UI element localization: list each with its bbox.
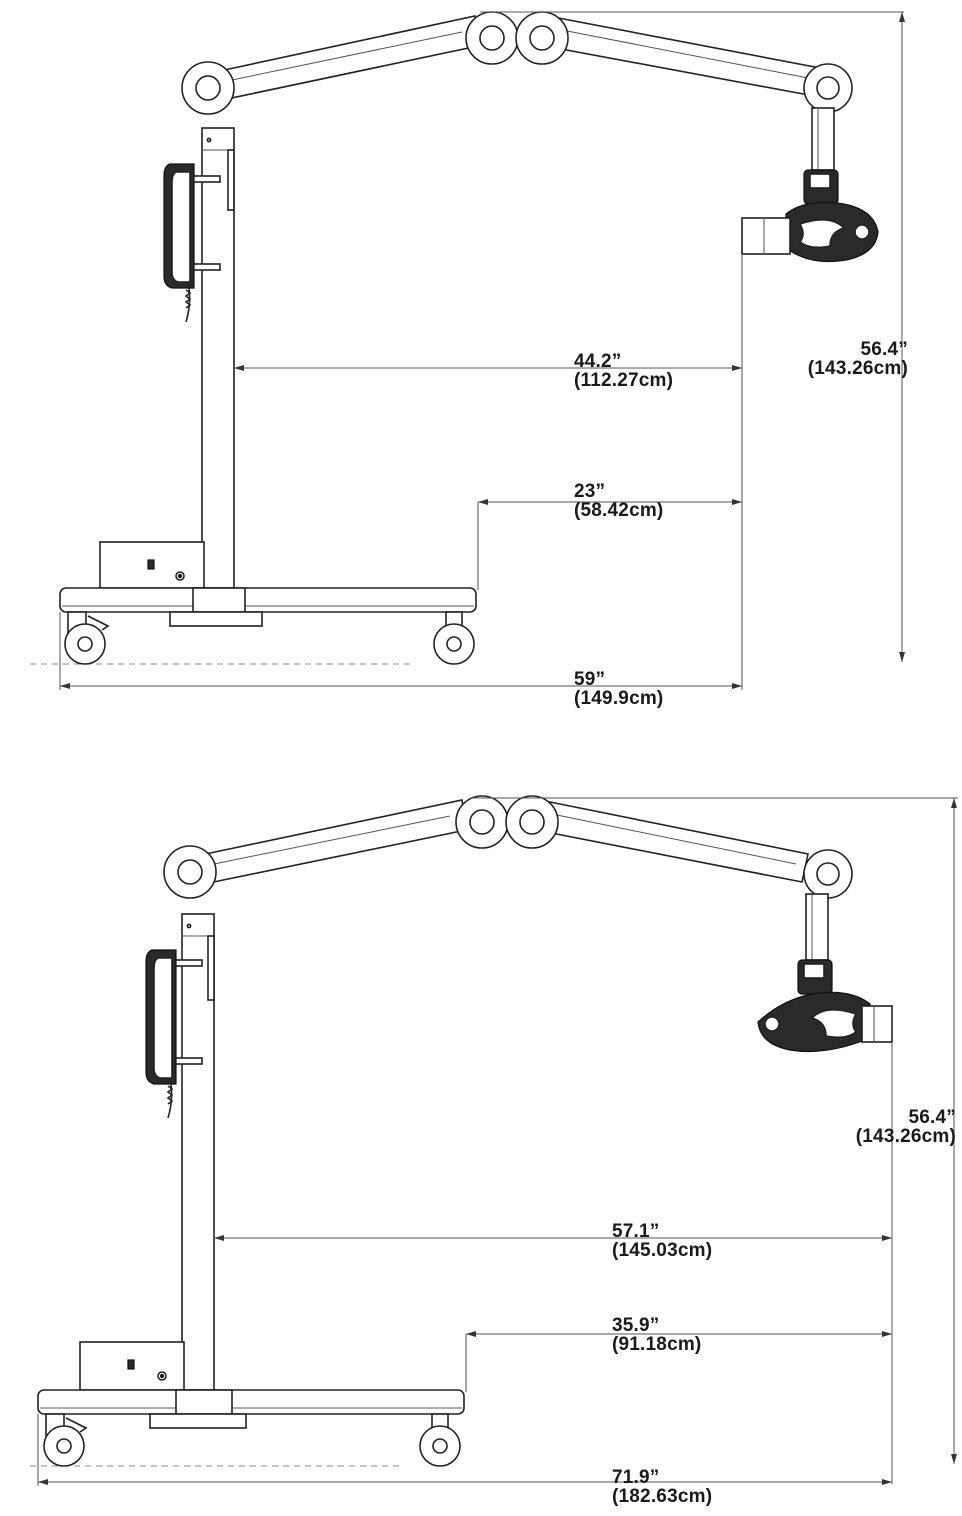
dim-label-overall: 71.9” (182.63cm)	[612, 1468, 712, 1506]
dim-value-cm: (149.9cm)	[574, 688, 664, 709]
dim-value-cm: (182.63cm)	[612, 1486, 713, 1507]
dim-value-inches: 44.2”	[574, 351, 622, 372]
base-frame	[59, 587, 477, 613]
dim-value-inches: 23”	[574, 481, 606, 502]
arm-segment-left	[214, 15, 479, 101]
dim-value-cm: (58.42cm)	[574, 500, 664, 521]
dim-value-inches: 71.9”	[612, 1467, 660, 1488]
dim-label-overall: 59” (149.9cm)	[574, 670, 663, 708]
dim-label-base-to-head: 35.9” (91.18cm)	[612, 1316, 701, 1354]
dim-value-inches: 35.9”	[612, 1315, 660, 1336]
dim-value-cm: (143.26cm)	[855, 1126, 956, 1147]
dim-label-base-to-head: 23” (58.42cm)	[574, 482, 663, 520]
dim-label-reach: 57.1” (145.03cm)	[612, 1222, 712, 1260]
dim-value-inches: 59”	[574, 669, 606, 690]
dim-value-cm: (91.18cm)	[612, 1334, 702, 1355]
base-center-block	[169, 611, 263, 627]
dim-label-height: 56.4” (143.26cm)	[770, 340, 908, 378]
arm-segment-right	[535, 799, 809, 883]
dim-value-inches: 56.4”	[860, 339, 908, 360]
cone	[861, 1005, 893, 1043]
arm-segment-right	[544, 15, 821, 97]
dim-label-height: 56.4” (143.26cm)	[818, 1108, 956, 1146]
dim-value-inches: 57.1”	[612, 1221, 660, 1242]
cone	[741, 217, 791, 255]
head-tube	[811, 107, 835, 171]
head-tube	[805, 893, 829, 961]
dim-value-cm: (143.26cm)	[807, 358, 908, 379]
diagram-2-unit	[30, 795, 958, 1486]
dim-label-reach: 44.2” (112.27cm)	[574, 352, 673, 390]
arm-segment-left	[194, 799, 467, 885]
base-frame	[37, 1389, 465, 1415]
dim-value-cm: (112.27cm)	[574, 370, 674, 391]
base-center-block	[149, 1413, 247, 1429]
dim-value-inches: 56.4”	[908, 1107, 956, 1128]
diagram-1-unit	[30, 11, 905, 690]
dim-value-cm: (145.03cm)	[612, 1240, 713, 1261]
